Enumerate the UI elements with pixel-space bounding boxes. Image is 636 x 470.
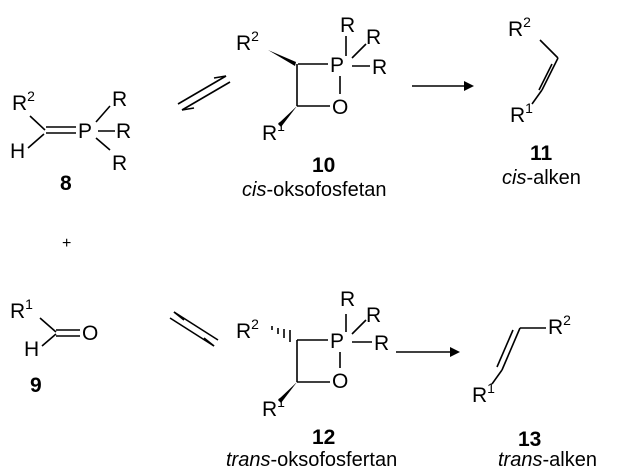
c12-r-label-a: R bbox=[340, 288, 355, 311]
c9-r1-label: R1 bbox=[10, 296, 33, 323]
c10-r1-wedge bbox=[278, 106, 297, 127]
reaction-arrow-bottom bbox=[396, 347, 460, 357]
compound-8-ylide: R2 H P R R R 8 bbox=[10, 88, 131, 195]
c8-r2-bond bbox=[29, 115, 46, 131]
eq-bottom-forward-head bbox=[203, 337, 215, 347]
equilibrium-arrows-top bbox=[177, 75, 231, 111]
compound-13-trans-alkene: R2 R1 13 trans-alken bbox=[472, 312, 597, 470]
eq-bottom-back-line bbox=[173, 311, 219, 341]
c8-r-label-b: R bbox=[116, 120, 131, 143]
c12-r-label-b: R bbox=[366, 304, 381, 327]
c10-r-label-a: R bbox=[340, 14, 355, 37]
c10-r2-wedge bbox=[268, 50, 296, 66]
c8-r2-label: R2 bbox=[12, 88, 35, 115]
c8-h-bond bbox=[27, 133, 45, 149]
compound-11-cis-alkene: R2 R1 11 cis-alken bbox=[502, 14, 581, 189]
c13-r1-label: R1 bbox=[472, 380, 495, 407]
c13-double-bond-a bbox=[501, 327, 521, 371]
c11-double-bond-a bbox=[541, 57, 559, 91]
c12-p-label: P bbox=[330, 330, 344, 353]
c11-number: 11 bbox=[530, 142, 553, 165]
c12-r1-wedge bbox=[278, 382, 297, 403]
c13-r1-bond bbox=[491, 369, 503, 385]
c10-caption: cis-oksofosfetan bbox=[242, 179, 387, 201]
c12-caption: trans-oksofosfertan bbox=[226, 449, 397, 470]
c13-number: 13 bbox=[518, 428, 541, 451]
c12-p-r-bond-b bbox=[351, 319, 367, 335]
c12-r2-label: R2 bbox=[236, 316, 259, 343]
compound-10-cis-oxaphosphetane: R2 P O R1 R R R 10 cis-oksofosfetan bbox=[236, 14, 387, 201]
c10-p-r-bond-b bbox=[351, 43, 367, 59]
c8-number: 8 bbox=[60, 172, 72, 195]
c11-r1-bond bbox=[531, 89, 543, 105]
c13-r2-label: R2 bbox=[548, 312, 571, 339]
c8-h-label: H bbox=[10, 140, 25, 163]
c10-r-label-c: R bbox=[372, 56, 387, 79]
c10-r-label-b: R bbox=[366, 26, 381, 49]
c12-r1-label: R1 bbox=[262, 394, 285, 421]
c8-p-label: P bbox=[78, 120, 92, 143]
c13-double-bond-b bbox=[496, 329, 514, 368]
c8-p-r-bond-c bbox=[95, 137, 111, 151]
arrow-top-head bbox=[464, 81, 474, 91]
c10-r2-label: R2 bbox=[236, 28, 259, 55]
c10-o-label: O bbox=[332, 96, 348, 119]
c11-r1-label: R1 bbox=[510, 100, 533, 127]
c9-r1-bond bbox=[39, 317, 57, 333]
c13-caption: trans-alken bbox=[498, 449, 597, 470]
c8-r-label-a: R bbox=[112, 88, 127, 111]
arrow-bottom-head bbox=[450, 347, 460, 357]
eq-top-forward-line bbox=[177, 75, 227, 105]
c12-r-label-c: R bbox=[374, 332, 389, 355]
c10-r1-label: R1 bbox=[262, 118, 285, 145]
c11-r2-bond bbox=[539, 39, 559, 59]
c9-o-label: O bbox=[82, 322, 98, 345]
c10-p-label: P bbox=[330, 54, 344, 77]
equilibrium-arrows-bottom bbox=[169, 311, 219, 347]
plus-sign: + bbox=[62, 235, 71, 252]
c12-o-label: O bbox=[332, 370, 348, 393]
compound-12-trans-oxaphosphetane: R2 P O R1 R R R 12 trans-oksofosfertan bbox=[226, 288, 397, 470]
c9-h-bond bbox=[41, 333, 57, 347]
c9-h-label: H bbox=[24, 338, 39, 361]
c10-number: 10 bbox=[312, 154, 335, 177]
c9-number: 9 bbox=[30, 374, 42, 397]
c12-r2-hash-bond bbox=[271, 326, 291, 342]
reaction-arrow-top bbox=[412, 81, 474, 91]
c11-caption: cis-alken bbox=[502, 167, 581, 189]
eq-bottom-back-head bbox=[173, 311, 185, 321]
c11-double-bond-b bbox=[538, 63, 553, 91]
eq-top-back-line bbox=[181, 81, 231, 111]
c8-r-label-c: R bbox=[112, 152, 127, 175]
compound-9-aldehyde: R1 H O 9 bbox=[10, 296, 98, 397]
c11-r2-label: R2 bbox=[508, 14, 531, 41]
eq-top-back-head bbox=[181, 107, 195, 111]
eq-bottom-forward-line bbox=[169, 317, 215, 347]
c8-p-r-bond-a bbox=[95, 105, 111, 123]
c12-number: 12 bbox=[312, 426, 335, 449]
eq-top-forward-head bbox=[213, 75, 227, 79]
